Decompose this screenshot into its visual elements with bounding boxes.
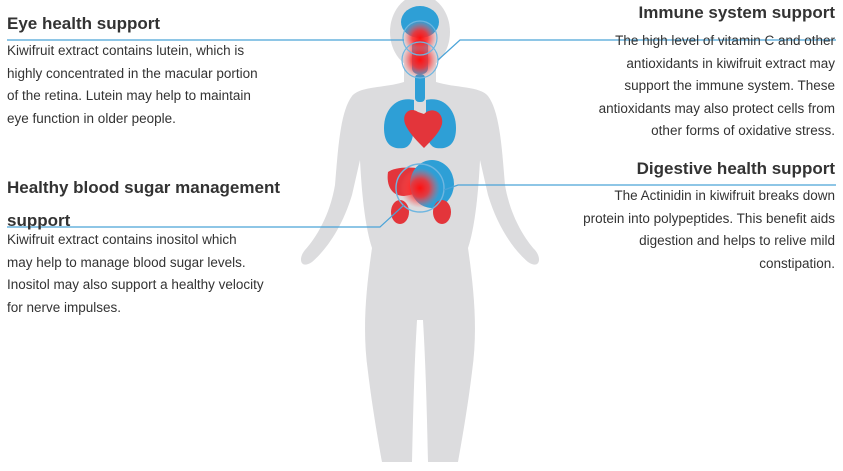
left-lung-organ (384, 99, 414, 149)
digestive-health-heading: Digestive health support (636, 159, 835, 178)
eye-health-text: Kiwifruit extract contains lutein, which… (7, 43, 258, 126)
left-kidney-organ (391, 200, 409, 224)
trachea-organ (415, 74, 425, 102)
digestive-leader-line (443, 184, 836, 191)
immune-support-heading: Immune system support (638, 3, 836, 22)
digestive-ring (395, 163, 445, 213)
immune-support-text: The high level of vitamin C and other an… (598, 33, 835, 138)
leader-lines (7, 39, 836, 228)
eye-ring (402, 20, 438, 56)
body-shape (300, 82, 540, 462)
heart-organ (404, 109, 443, 148)
eye-health-heading: Eye health support (7, 14, 161, 33)
blood-sugar-text: Kiwifruit extract contains inositol whic… (7, 232, 264, 315)
right-kidney-organ (433, 200, 451, 224)
highlights (395, 20, 445, 213)
digestive-glow (400, 168, 440, 208)
digestive-health-text: The Actinidin in kiwifruit breaks down p… (583, 188, 835, 271)
immune-leader-line (437, 39, 836, 61)
immune-glow (402, 42, 438, 78)
blood-sugar-heading: Healthy blood sugar management support (7, 178, 280, 230)
sugar-leader-line (7, 204, 405, 228)
